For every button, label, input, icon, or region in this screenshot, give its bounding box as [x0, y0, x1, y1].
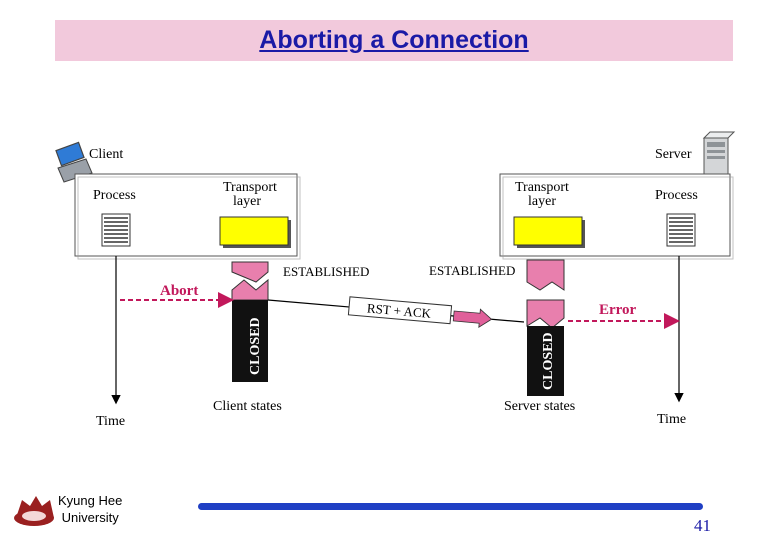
server-states-caption: Server states [504, 399, 575, 414]
server-transport-label-line1: Transport [515, 180, 569, 195]
client-closed-label: CLOSED [248, 317, 263, 375]
server-icon [702, 131, 736, 181]
error-label: Error [599, 302, 637, 318]
server-transport-layer-block [513, 216, 583, 246]
rst-ack-segment: RST + ACK [267, 296, 525, 328]
server-process-document-icon [666, 213, 696, 247]
server-process-label: Process [655, 188, 698, 203]
university-name: Kyung Hee University [58, 492, 122, 526]
server-established-label: ESTABLISHED [429, 263, 515, 278]
footer-divider [198, 503, 703, 510]
university-logo-icon [14, 496, 54, 526]
university-name-line1: Kyung Hee [58, 493, 123, 508]
client-established-label: ESTABLISHED [283, 264, 369, 279]
server-closed-state [527, 326, 564, 396]
abort-label: Abort [160, 283, 198, 299]
server-established-state [526, 259, 565, 291]
client-time-label: Time [96, 414, 125, 429]
client-closed-state [232, 300, 268, 382]
client-established-state [231, 261, 269, 283]
client-transport-label-line1: Transport [223, 180, 277, 195]
server-closed-label: CLOSED [541, 332, 556, 390]
slide-title: Aborting a Connection [259, 26, 529, 54]
server-time-label: Time [657, 412, 686, 427]
rst-ack-label: RST + ACK [366, 300, 432, 321]
client-label: Client [89, 147, 123, 162]
title-bar: Aborting a Connection [55, 20, 733, 61]
page-number: 41 [694, 516, 711, 535]
client-process-document-icon [101, 213, 131, 247]
client-process-label: Process [93, 188, 136, 203]
server-label: Server [655, 147, 692, 162]
university-name-line2: University [61, 510, 119, 525]
client-states-caption: Client states [213, 399, 282, 414]
laptop-icon [55, 141, 93, 183]
segment-arrow-icon [452, 308, 493, 328]
server-transport-label-line2: layer [528, 194, 556, 209]
client-transport-label-line2: layer [233, 194, 261, 209]
client-transport-layer-block [219, 216, 289, 246]
